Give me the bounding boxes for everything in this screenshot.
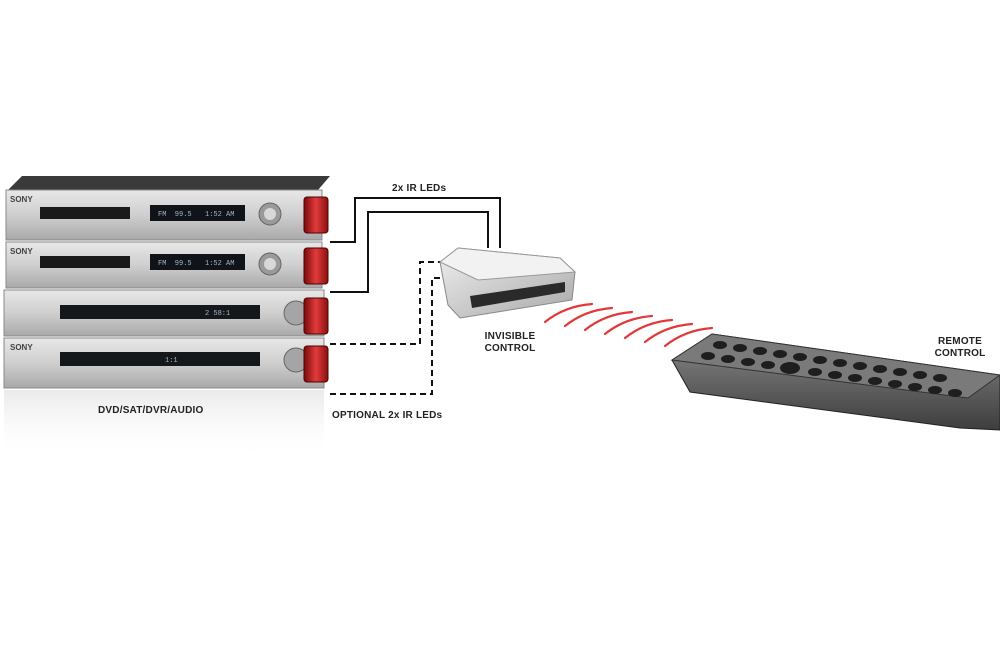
ir-wave-icon xyxy=(543,302,714,348)
receiver-box-icon xyxy=(439,247,577,319)
device-1-brand: SONY xyxy=(10,195,33,204)
remote-control-icon xyxy=(670,333,1000,431)
invisible-control-label-line1: INVISIBLE xyxy=(484,331,536,342)
device-1-display2: 1:52 AM xyxy=(205,211,234,219)
device-4 xyxy=(3,337,325,389)
optional-ir-leds-label: OPTIONAL 2x IR LEDs xyxy=(332,410,443,421)
remote-control-label-line2: CONTROL xyxy=(934,348,986,359)
invisible-control-label: INVISIBLE CONTROL xyxy=(475,331,545,355)
ir-led-cables xyxy=(330,197,501,293)
remote-control-label-line1: REMOTE xyxy=(938,336,982,347)
remote-control-label: REMOTE CONTROL xyxy=(925,336,995,360)
ir-emitters xyxy=(303,196,329,383)
device-3 xyxy=(3,289,325,337)
optional-ir-led-cables xyxy=(330,261,452,395)
device-4-display2: 1:1 xyxy=(165,357,178,365)
ir-leds-label: 2x IR LEDs xyxy=(392,183,447,194)
device-2-brand: SONY xyxy=(10,247,33,256)
ir-emitter-icon xyxy=(303,196,329,234)
ir-emitter-icon xyxy=(303,297,329,335)
device-3-display2: 2 58:1 xyxy=(205,310,230,318)
equipment-stack-label: DVD/SAT/DVR/AUDIO xyxy=(98,405,204,416)
equipment-stack xyxy=(3,176,330,460)
device-2-display: FM 99.5 xyxy=(158,260,192,268)
device-2-display2: 1:52 AM xyxy=(205,260,234,268)
ir-emitter-icon xyxy=(303,345,329,383)
invisible-control-label-line2: CONTROL xyxy=(484,343,536,354)
ir-emitter-icon xyxy=(303,247,329,285)
device-1-display: FM 99.5 xyxy=(158,211,192,219)
device-4-brand: SONY xyxy=(10,343,33,352)
